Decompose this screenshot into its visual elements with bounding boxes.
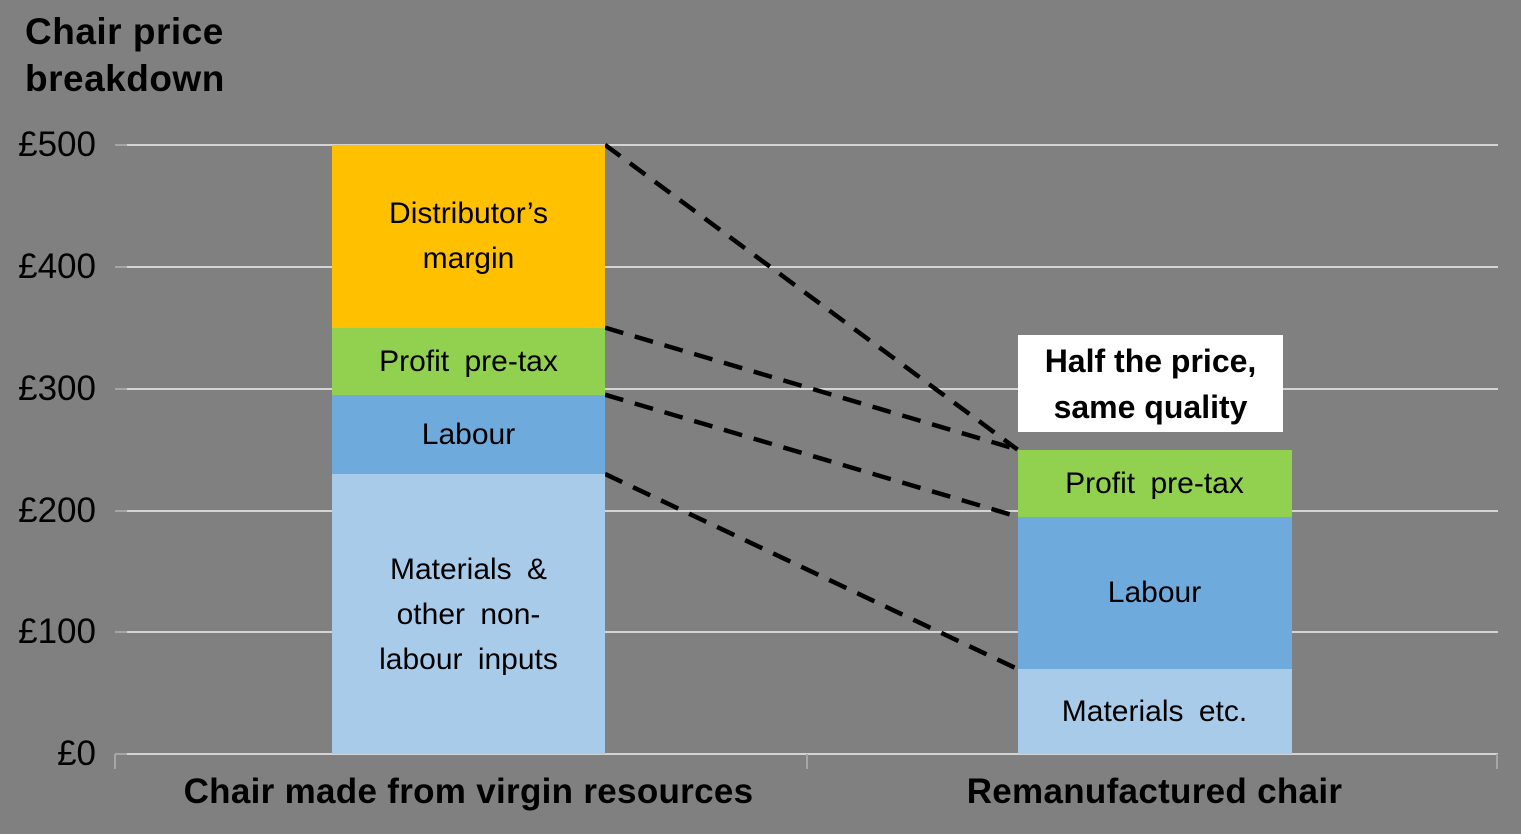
y-axis-tick bbox=[115, 509, 127, 512]
segment-label: Profit pre-tax bbox=[379, 344, 558, 378]
segment-label: Materials etc. bbox=[1061, 695, 1248, 729]
y-tick-label: £500 bbox=[18, 124, 96, 164]
y-axis-tick bbox=[115, 753, 127, 756]
segment-label: Labour bbox=[421, 417, 516, 451]
bar-segment-distributor-s-margin: Distributor’s margin bbox=[332, 144, 605, 328]
connector-line bbox=[604, 325, 1019, 452]
x-axis-label: Chair made from virgin resources bbox=[183, 772, 754, 811]
segment-label: Profit pre-tax bbox=[1065, 466, 1244, 500]
y-axis-tick bbox=[115, 387, 127, 390]
y-tick-label: £300 bbox=[18, 368, 96, 408]
segment-label: Distributor’s margin bbox=[389, 197, 548, 276]
segment-label: Labour bbox=[1107, 576, 1202, 610]
bar-segment-profit-pre-tax: Profit pre-tax bbox=[332, 327, 605, 395]
y-tick-label: £200 bbox=[18, 490, 96, 530]
y-tick-label: £0 bbox=[57, 734, 96, 774]
y-tick-label: £400 bbox=[18, 246, 96, 286]
chart-title: Chair price breakdown bbox=[25, 11, 225, 99]
connector-line bbox=[603, 142, 1019, 452]
x-axis-label: Remanufactured chair bbox=[966, 772, 1343, 811]
gridline bbox=[115, 631, 1498, 634]
bar-segment-materials-other-non-labour-inputs: Materials & other non- labour inputs bbox=[332, 473, 605, 755]
connector-line bbox=[604, 392, 1019, 519]
gridline bbox=[115, 143, 1498, 146]
bar-segment-profit-pre-tax: Profit pre-tax bbox=[1017, 449, 1292, 517]
bar-segment-labour: Labour bbox=[1017, 516, 1292, 669]
y-axis-tick bbox=[115, 265, 127, 268]
x-axis-tick bbox=[805, 754, 808, 770]
y-axis-tick bbox=[115, 631, 127, 634]
x-axis-tick bbox=[114, 754, 116, 770]
gridline bbox=[115, 509, 1498, 512]
bar-segment-materials-other-non-labour-inputs: Materials etc. bbox=[1017, 668, 1292, 755]
x-axis-tick bbox=[1496, 754, 1498, 770]
annotation-box: Half the price, same quality bbox=[1018, 335, 1283, 432]
bar-segment-labour: Labour bbox=[332, 394, 605, 474]
gridline bbox=[115, 387, 1498, 390]
connector-line bbox=[604, 471, 1019, 672]
gridline bbox=[115, 265, 1498, 268]
segment-label: Materials & other non- labour inputs bbox=[379, 552, 558, 676]
y-tick-label: £100 bbox=[18, 612, 96, 652]
y-axis-tick bbox=[115, 143, 127, 146]
